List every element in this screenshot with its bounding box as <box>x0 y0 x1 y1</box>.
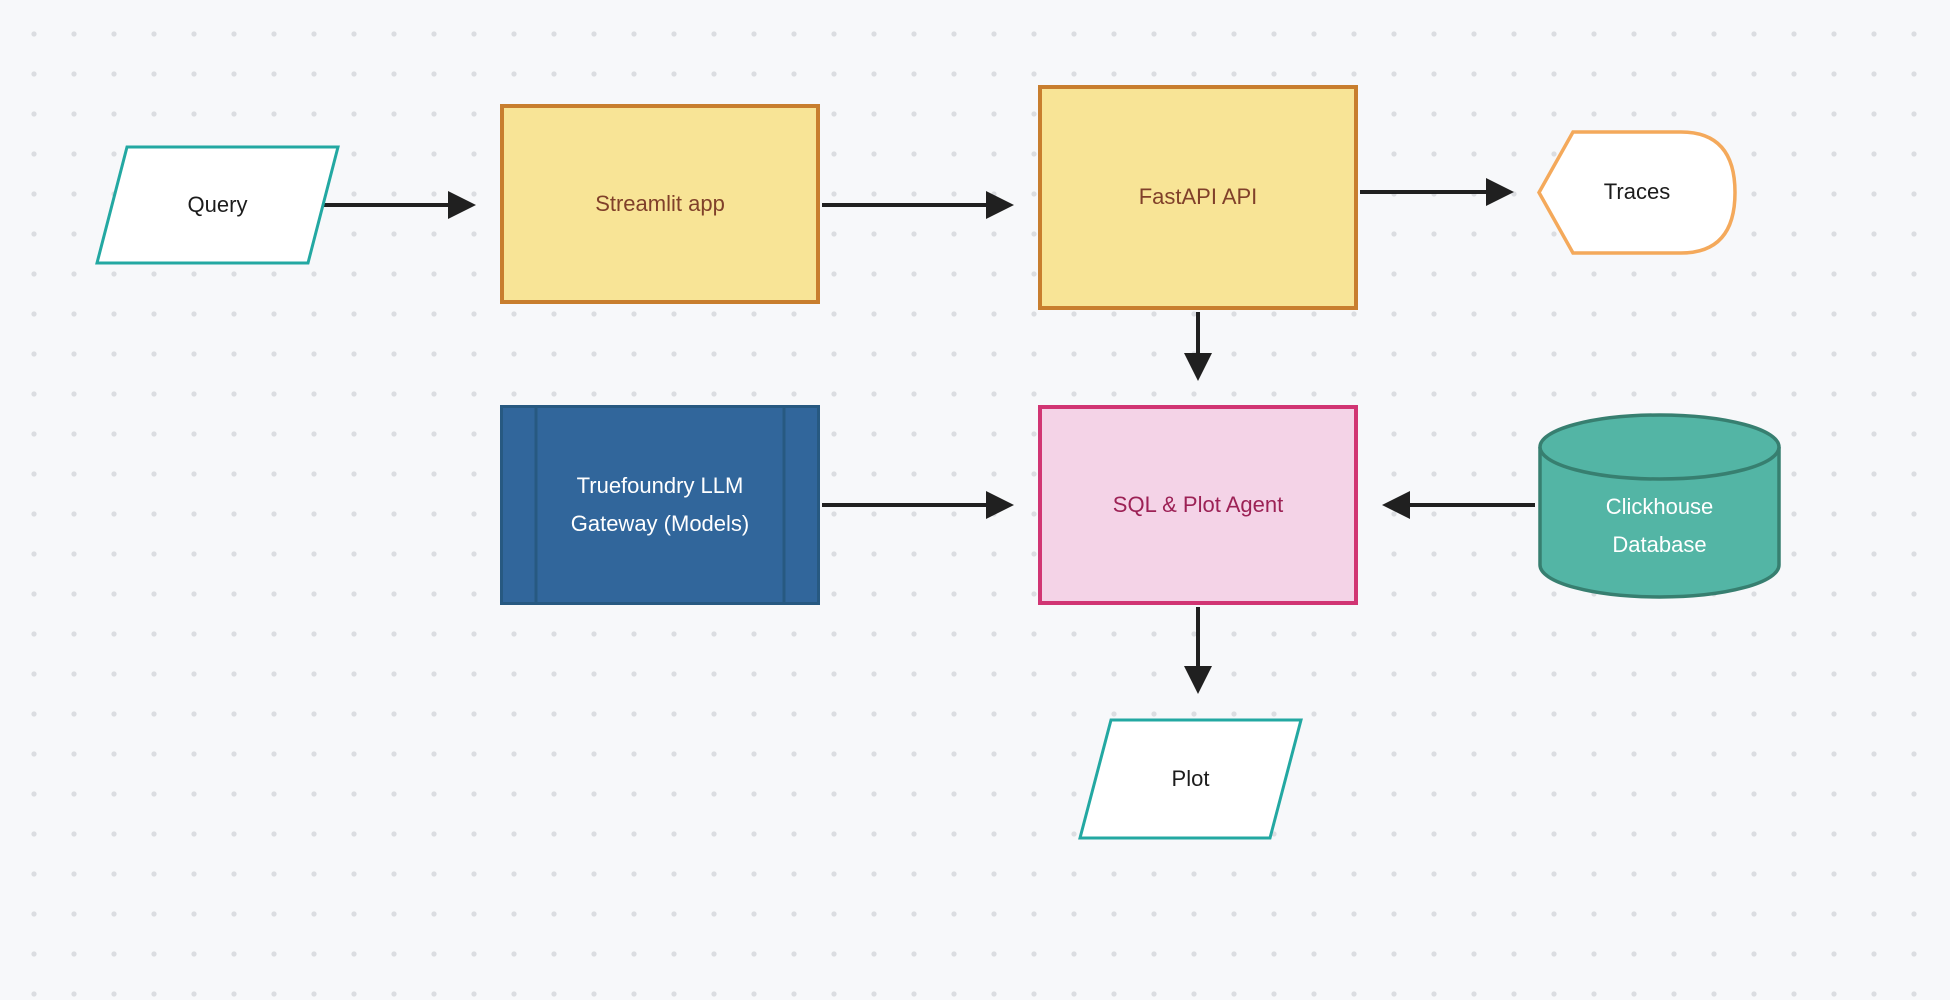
node-fastapi-api[interactable]: FastAPI API <box>1038 85 1358 310</box>
node-traces[interactable]: Traces <box>1537 130 1737 255</box>
fastapi-rect-shape <box>1038 85 1358 310</box>
node-clickhouse-database[interactable]: Clickhouse Database <box>1537 413 1782 601</box>
streamlit-rect-shape <box>500 104 820 304</box>
node-sql-plot-agent[interactable]: SQL & Plot Agent <box>1038 405 1358 605</box>
node-truefoundry-gateway[interactable]: Truefoundry LLM Gateway (Models) <box>500 405 820 605</box>
clickhouse-cylinder-shape <box>1538 413 1781 599</box>
agent-rect-shape <box>1038 405 1358 605</box>
node-query[interactable]: Query <box>95 145 340 265</box>
node-plot[interactable]: Plot <box>1078 718 1303 840</box>
gateway-predefined-process-shape <box>500 405 820 605</box>
traces-display-shape <box>1537 130 1737 255</box>
plot-parallelogram-shape <box>1078 718 1303 840</box>
node-streamlit-app[interactable]: Streamlit app <box>500 104 820 304</box>
query-parallelogram-shape <box>95 145 340 265</box>
